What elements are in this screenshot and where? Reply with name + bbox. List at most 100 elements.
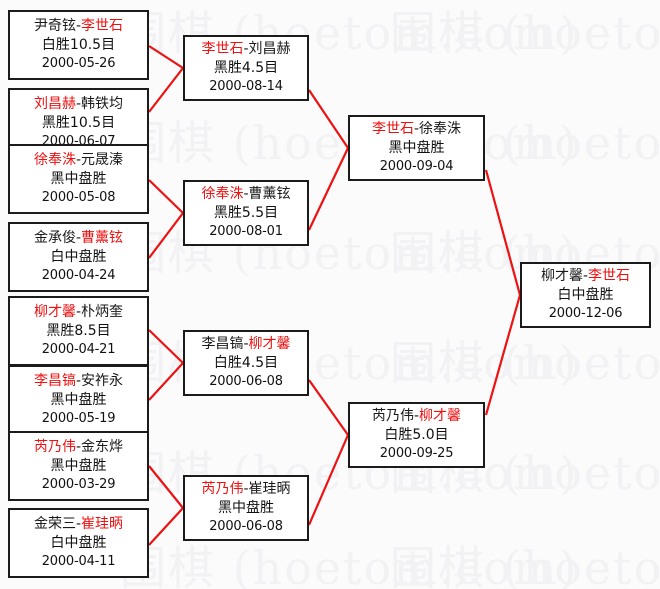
match-box[interactable]: 李昌镐-安祚永黑中盘胜 2000-05-19 [8,365,149,435]
player-separator: - [413,120,420,137]
player-right: 李世石 [588,267,631,284]
player-right: 曹薰铉 [248,185,291,202]
match-result: 白中盘胜 [50,249,107,266]
match-players: 金承俊-曹薰铉 [10,229,147,248]
player-right: 朴炳奎 [81,303,124,320]
player-left: 徐奉洙 [201,185,244,202]
bracket-connector [148,507,184,546]
watermark-text: 围棋 (hoetom.com) [390,6,660,60]
player-right: 徐奉洙 [419,120,462,137]
player-left: 李世石 [371,120,414,137]
match-result: 白胜4.5目 [213,355,279,372]
match-players: 徐奉洙-元晟溱 [10,151,147,170]
bracket-connector [308,147,349,231]
match-result: 白中盘胜 [557,287,614,304]
match-result: 黑中盘胜 [388,140,445,157]
match-players: 芮乃伟-崔珪昞 [185,480,307,499]
match-players: 芮乃伟-金东烨 [10,438,147,457]
match-date: 2000-03-29 [41,477,116,493]
match-date: 2000-08-01 [209,224,283,240]
bracket-connector [148,45,184,69]
player-left: 金荣三 [33,515,76,532]
player-separator: - [75,151,82,168]
player-right: 韩铁均 [81,95,124,112]
match-box[interactable]: 芮乃伟-金东烨黑中盘胜 2000-03-29 [8,431,149,501]
match-date: 2000-04-21 [41,342,116,358]
player-right: 安祚永 [81,372,124,389]
player-separator: - [243,40,249,57]
match-result: 白胜5.0目 [384,427,449,444]
match-players: 金荣三-崔珪昞 [10,515,147,534]
player-left: 金承俊 [33,229,76,246]
player-left: 李昌镐 [33,372,76,389]
watermark-text: 围棋 (hoetom.com) [390,336,660,390]
bracket-connector [308,89,349,149]
player-right: 崔珪昞 [248,480,291,497]
match-players: 刘昌赫-韩铁均 [10,95,147,114]
player-right: 柳才馨 [248,335,291,352]
player-separator: - [582,267,589,284]
match-date: 2000-05-08 [41,190,116,206]
match-result: 黑中盘胜 [50,458,107,475]
match-date: 2000-09-04 [379,159,454,175]
player-right: 李世石 [81,17,124,34]
bracket-connector [148,179,184,214]
bracket-connector [307,434,350,526]
watermark-text: 围棋 (hoetom.com) [120,541,579,589]
match-date: 2000-06-08 [209,519,283,535]
match-players: 柳才馨-李世石 [522,267,649,286]
player-right: 曹薰铉 [81,229,124,246]
match-date: 2000-09-25 [379,446,454,462]
match-result: 白中盘胜 [50,535,107,552]
match-result: 黑胜5.5目 [213,205,279,222]
match-box[interactable]: 柳才馨-朴炳奎黑胜8.5目 2000-04-21 [8,296,149,366]
player-left: 刘昌赫 [33,95,76,112]
match-result: 黑胜8.5目 [46,323,111,340]
bracket-connector [148,329,184,364]
match-box[interactable]: 芮乃伟-崔珪昞黑中盘胜 2000-06-08 [183,475,309,541]
player-left: 李世石 [201,40,244,57]
player-separator: - [243,185,249,202]
bracket-connector [484,169,522,296]
match-date: 2000-12-06 [548,306,623,322]
match-players: 徐奉洙-曹薰铉 [185,185,307,204]
bracket-connector [148,362,184,401]
player-separator: - [243,480,249,497]
player-right: 柳才馨 [419,407,462,424]
match-date: 2000-08-14 [209,79,283,95]
match-date: 2000-06-08 [209,374,283,390]
match-players: 李世石-刘昌赫 [185,40,307,59]
match-result: 黑胜4.5目 [213,60,279,77]
match-players: 柳才馨-朴炳奎 [10,303,147,322]
match-players: 李世石-徐奉洙 [350,120,483,139]
player-right: 金东烨 [81,438,124,455]
watermark-text: 围棋 (hoetom.com) [390,541,660,589]
match-players: 李昌镐-柳才馨 [185,335,307,354]
match-result: 黑中盘胜 [50,392,107,409]
player-left: 柳才馨 [540,267,583,284]
player-right: 刘昌赫 [248,40,291,57]
player-left: 芮乃伟 [371,407,414,424]
bracket-connector [148,212,184,259]
player-separator: - [243,335,249,352]
player-separator: - [75,17,82,34]
match-players: 尹奇铉-李世石 [10,17,147,36]
player-left: 李昌镐 [201,335,244,352]
match-date: 2000-05-19 [41,411,116,427]
player-right: 元晟溱 [81,151,124,168]
player-separator: - [75,515,82,532]
match-result: 黑胜10.5目 [41,115,116,132]
match-result: 黑中盘胜 [218,500,274,517]
player-separator: - [75,372,82,389]
